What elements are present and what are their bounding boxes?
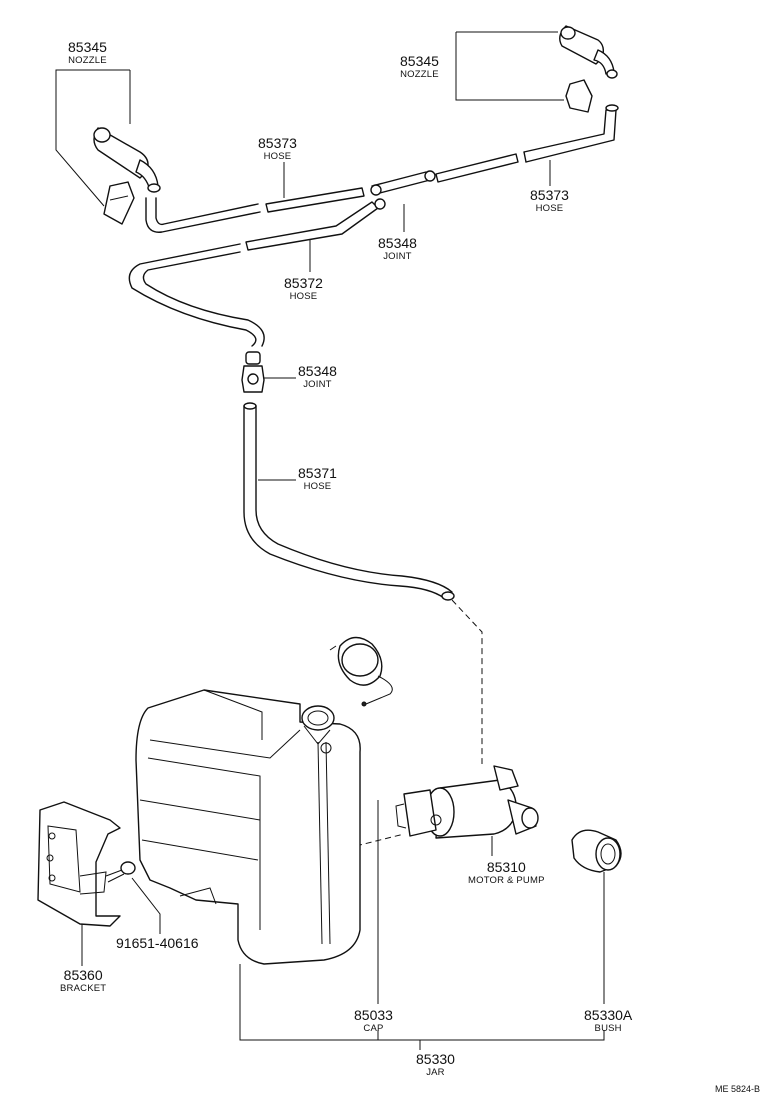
callout-hose-85371: 85371 HOSE <box>298 466 337 492</box>
nozzle-right-drawing <box>559 25 618 113</box>
callout-hose-85373-left: 85373 HOSE <box>258 136 297 162</box>
part-name: MOTOR & PUMP <box>468 875 545 886</box>
hose-routing-line <box>451 599 483 764</box>
jar-drawing <box>135 689 361 965</box>
nozzle-left-drawing <box>93 127 161 225</box>
cap-drawing <box>329 636 393 707</box>
callout-hose-85372: 85372 HOSE <box>284 276 323 302</box>
callout-bush: 85330A BUSH <box>584 1008 632 1034</box>
part-number: 85371 <box>298 465 337 481</box>
part-number: 85033 <box>354 1007 393 1023</box>
part-name: JOINT <box>303 379 332 390</box>
callout-jar: 85330 JAR <box>416 1052 455 1078</box>
part-number: 85373 <box>530 187 569 203</box>
joint-lower-drawing <box>241 351 265 393</box>
callout-joint-lower: 85348 JOINT <box>298 364 337 390</box>
part-number: 85348 <box>298 363 337 379</box>
part-name: JOINT <box>383 251 412 262</box>
part-name: NOZZLE <box>68 55 107 66</box>
part-number: 85310 <box>486 859 526 875</box>
bolt-drawing <box>105 861 136 883</box>
part-number: 85360 <box>63 967 103 983</box>
nozzle-right-leader <box>455 31 564 101</box>
part-name: BUSH <box>594 1023 622 1034</box>
part-name: BRACKET <box>60 983 107 994</box>
callout-bolt: 91651-40616 <box>116 936 199 950</box>
motor-pump-drawing <box>395 765 539 839</box>
part-name: JAR <box>426 1067 445 1078</box>
bush-drawing <box>571 829 622 873</box>
part-number: 85330 <box>416 1051 455 1067</box>
leader-lines <box>81 160 605 1050</box>
part-number: 85345 <box>68 39 107 55</box>
upper-hoses-drawing <box>128 104 619 347</box>
bracket-drawing <box>37 801 121 927</box>
part-name: HOSE <box>289 291 318 302</box>
callout-nozzle-left: 85345 NOZZLE <box>68 40 107 66</box>
part-number: 85373 <box>258 135 297 151</box>
callout-bracket: 85360 BRACKET <box>60 968 106 994</box>
part-name: HOSE <box>535 203 564 214</box>
pump-mount-line <box>355 833 405 847</box>
callout-cap: 85033 CAP <box>354 1008 393 1034</box>
part-name: HOSE <box>303 481 332 492</box>
part-number: 85372 <box>284 275 323 291</box>
callout-hose-85373-right: 85373 HOSE <box>530 188 569 214</box>
callout-nozzle-right: 85345 NOZZLE <box>400 54 439 80</box>
part-name: NOZZLE <box>400 69 439 80</box>
part-number: 85345 <box>400 53 439 69</box>
callout-joint-upper: 85348 JOINT <box>378 236 417 262</box>
part-name: HOSE <box>263 151 292 162</box>
part-number: 85348 <box>378 235 417 251</box>
part-number: 91651-40616 <box>116 935 199 951</box>
hose-85371-drawing <box>243 402 455 601</box>
nozzle-left-leader <box>55 69 131 207</box>
diagram-reference-code: ME 5824-B <box>714 1084 760 1094</box>
callout-motor-pump: 85310 MOTOR & PUMP <box>468 860 545 886</box>
part-name: CAP <box>363 1023 384 1034</box>
part-number: 85330A <box>584 1007 633 1023</box>
